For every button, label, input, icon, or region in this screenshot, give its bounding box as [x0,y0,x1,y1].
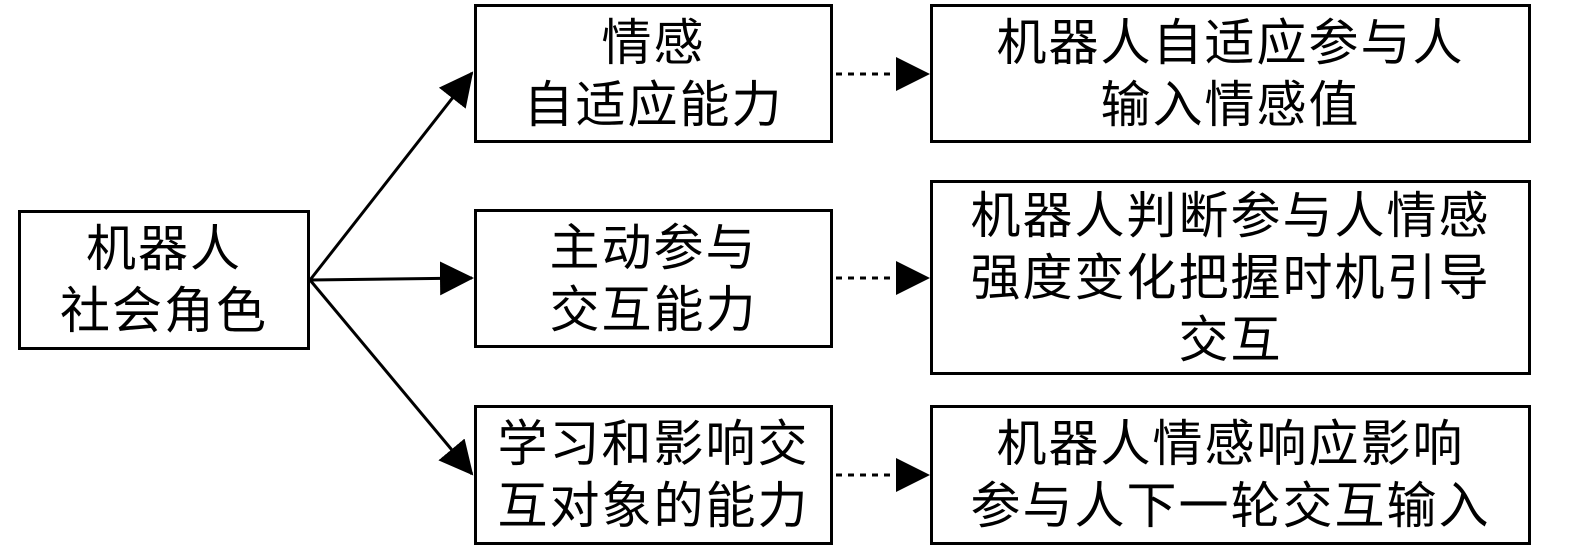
outcome-node-1: 机器人自适应参与人 输入情感值 [930,4,1531,143]
outcome-node-2-line-2: 强度变化把握时机引导 [970,248,1491,307]
ability-node-3: 学习和影响交 互对象的能力 [474,405,833,545]
arrow-root-to-ability-2 [309,261,474,296]
root-node-line-1: 机器人 [86,220,242,278]
ability-node-1-line-1: 情感 [601,13,706,72]
outcome-node-2: 机器人判断参与人情感 强度变化把握时机引导 交互 [930,180,1531,375]
ability-node-2-line-1: 主动参与 [549,218,758,277]
ability-node-1: 情感 自适应能力 [474,4,833,143]
outcome-node-2-line-3: 交互 [1178,310,1283,369]
outcome-node-2-line-1: 机器人判断参与人情感 [970,186,1491,245]
outcome-node-3-line-1: 机器人情感响应影响 [996,415,1465,473]
arrow-root-to-ability-3 [308,279,474,476]
ability-node-2-line-2: 交互能力 [549,280,758,339]
ability-node-3-line-2: 互对象的能力 [497,477,810,535]
outcome-node-3-line-2: 参与人下一轮交互输入 [970,477,1491,535]
ability-node-2: 主动参与 交互能力 [474,209,833,348]
outcome-node-1-line-2: 输入情感值 [1100,75,1361,134]
root-node: 机器人 社会角色 [18,210,310,350]
root-node-line-2: 社会角色 [60,282,268,340]
arrow-root-to-ability-1 [308,71,474,281]
ability-node-1-line-2: 自适应能力 [523,75,784,134]
outcome-node-1-line-1: 机器人自适应参与人 [996,13,1465,72]
outcome-node-3: 机器人情感响应影响 参与人下一轮交互输入 [930,405,1531,545]
ability-node-3-line-1: 学习和影响交 [497,415,810,473]
